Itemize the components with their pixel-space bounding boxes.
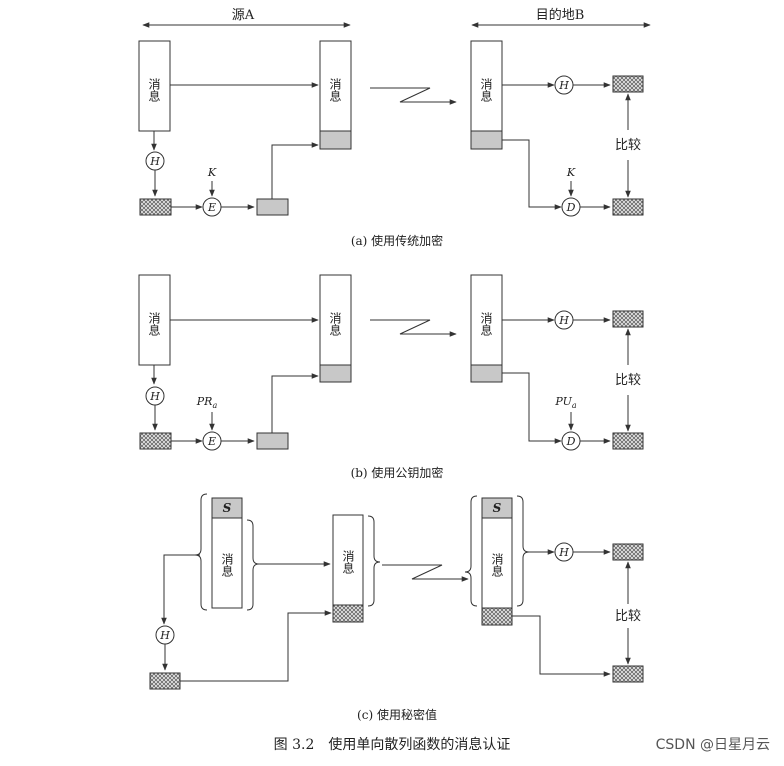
received-message-label: 消息 bbox=[479, 78, 493, 102]
hash-symbol: H bbox=[149, 390, 160, 403]
private-key-subscript: a bbox=[212, 401, 217, 410]
compare-label: 比较 bbox=[615, 138, 641, 153]
message-label: 消息 bbox=[147, 312, 161, 336]
message-label: 消息 bbox=[220, 553, 234, 577]
computed-hash-box bbox=[612, 75, 644, 93]
right-brace bbox=[246, 519, 260, 611]
hash-value-box bbox=[139, 198, 172, 216]
watermark: CSDN @日星月云 bbox=[655, 737, 770, 753]
dest-left-brace bbox=[464, 495, 478, 607]
hash-symbol: H bbox=[159, 629, 170, 642]
computed-hash-box bbox=[612, 543, 644, 561]
transmission-link bbox=[370, 87, 457, 105]
received-hash-copy-box bbox=[612, 665, 644, 683]
public-key-text: PU bbox=[554, 395, 572, 408]
decrypt-symbol: D bbox=[566, 435, 576, 448]
hash-value-box bbox=[139, 432, 172, 450]
panel-a: 消息 H E K 消息 消息 H D K 比较 ( bbox=[138, 40, 644, 248]
panel-c: S 消息 H 消息 S 消息 H 比较 (c) 使用秘密值 bbox=[149, 493, 644, 722]
decrypted-hash-box bbox=[612, 432, 644, 450]
private-key-label: PRa bbox=[196, 395, 218, 410]
caption-a: (a) 使用传统加密 bbox=[351, 233, 443, 248]
compare-label: 比较 bbox=[615, 609, 641, 624]
sent-message-label: 消息 bbox=[341, 550, 355, 574]
decrypted-hash-box bbox=[612, 198, 644, 216]
decrypt-symbol: D bbox=[566, 201, 576, 214]
figure-caption: 图 3.2 使用单向散列函数的消息认证 bbox=[274, 736, 511, 753]
received-tag-box bbox=[470, 364, 503, 383]
caption-b: (b) 使用公钥加密 bbox=[351, 465, 444, 480]
dest-label: 目的地B bbox=[536, 7, 585, 23]
panel-b: 消息 H E PRa 消息 消息 H D PUa 比较 bbox=[138, 274, 644, 480]
sent-message-label: 消息 bbox=[328, 78, 342, 102]
hash-value-box bbox=[149, 672, 181, 690]
received-hash-box bbox=[481, 607, 513, 626]
sent-message-box bbox=[319, 274, 352, 366]
public-key-subscript: a bbox=[572, 401, 577, 410]
received-message-box bbox=[481, 517, 513, 609]
hash-symbol-dest: H bbox=[558, 79, 569, 92]
sent-message-box bbox=[319, 40, 352, 132]
sent-hash-box bbox=[332, 604, 364, 623]
sent-brace bbox=[367, 515, 381, 607]
compare-label: 比较 bbox=[615, 373, 641, 388]
message-label: 消息 bbox=[147, 78, 161, 102]
key-label: K bbox=[207, 166, 217, 179]
computed-hash-box bbox=[612, 310, 644, 328]
hash-symbol-dest: H bbox=[558, 546, 569, 559]
encrypt-symbol: E bbox=[207, 435, 216, 448]
private-key-text: PR bbox=[196, 395, 213, 408]
message-box bbox=[211, 517, 243, 609]
sent-tag-box bbox=[319, 130, 352, 150]
message-box bbox=[138, 40, 171, 132]
encrypted-hash-box bbox=[256, 432, 289, 450]
sent-message-label: 消息 bbox=[328, 312, 342, 336]
message-box bbox=[138, 274, 171, 366]
received-tag-box bbox=[470, 130, 503, 150]
secret-label: S bbox=[223, 501, 232, 515]
caption-c: (c) 使用秘密值 bbox=[357, 707, 437, 722]
sent-message-box bbox=[332, 514, 364, 606]
public-key-label: PUa bbox=[554, 395, 576, 410]
received-message-label: 消息 bbox=[490, 553, 504, 577]
left-brace bbox=[194, 493, 208, 611]
transmission-link bbox=[370, 319, 457, 337]
encrypt-symbol: E bbox=[207, 201, 216, 214]
hash-symbol: H bbox=[149, 155, 160, 168]
header: 源A 目的地B bbox=[142, 7, 651, 28]
sent-tag-box bbox=[319, 364, 352, 383]
source-label: 源A bbox=[232, 8, 255, 23]
received-message-label: 消息 bbox=[479, 312, 493, 336]
hash-symbol-dest: H bbox=[558, 314, 569, 327]
secret-label-dest: S bbox=[493, 501, 502, 515]
dest-right-brace bbox=[516, 495, 530, 607]
encrypted-hash-box bbox=[256, 198, 289, 216]
key-label-dest: K bbox=[566, 166, 576, 179]
received-message-box bbox=[470, 40, 503, 132]
transmission-link bbox=[382, 564, 469, 582]
